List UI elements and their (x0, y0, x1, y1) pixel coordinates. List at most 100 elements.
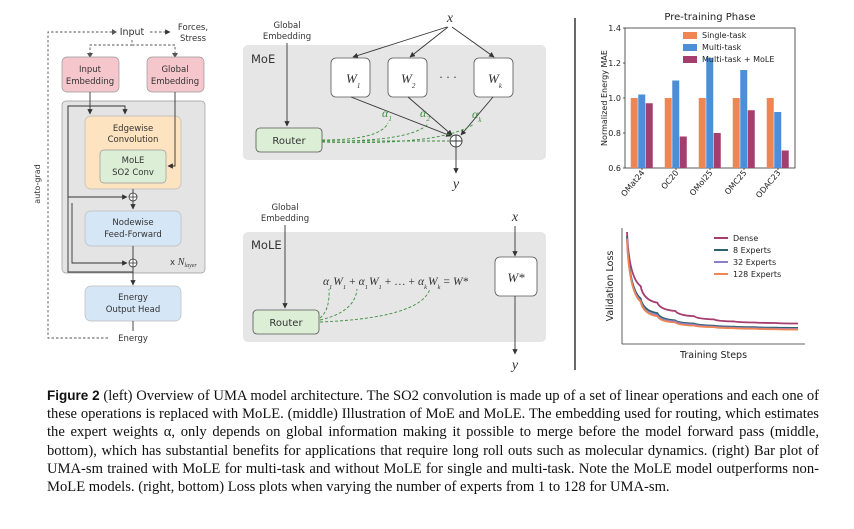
bar-chart-xtick-label: ODAC23 (754, 169, 782, 200)
legend-label: Single-task (702, 31, 747, 40)
bar (698, 98, 706, 168)
loss-chart-ylabel: Validation Loss (605, 251, 616, 322)
mole-y-label: y (510, 358, 519, 373)
moe-x-label: x (446, 11, 454, 26)
mole-router-label: Router (269, 318, 303, 329)
input-label: Input (120, 27, 145, 38)
svg-text:α2: α2 (420, 106, 430, 123)
autograd-loop (47, 31, 112, 339)
svg-text:W1: W1 (346, 71, 360, 90)
moe-router-label: Router (272, 136, 306, 147)
moe-expert-w1 (330, 57, 371, 98)
energy-output-label: Energy (118, 334, 148, 344)
mole-global-emb-line2: Embedding (261, 214, 309, 224)
figure-caption: Figure 2 (left) Overview of UMA model ar… (47, 387, 819, 496)
energy-head-line1: Energy (118, 293, 148, 303)
bar (774, 112, 782, 168)
bar (706, 57, 714, 168)
moe-y-label: y (451, 177, 460, 192)
figure-canvas: Input Forces, Stress auto-grad Input Emb… (33, 11, 805, 373)
loss-chart-xlabel: Training Steps (679, 350, 747, 361)
bar-chart-xtick-label: OMC25 (723, 169, 749, 197)
edgewise-line2: Convolution (108, 135, 159, 145)
edgewise-line1: Edgewise (113, 124, 153, 134)
bar (740, 70, 748, 168)
energy-head-box (84, 285, 182, 322)
legend-swatch (683, 56, 697, 63)
bar-chart-ytick-label: 1.4 (608, 24, 621, 33)
bar-chart-xtick-label: OC20 (659, 169, 680, 192)
bar (747, 110, 755, 168)
bar-chart-ytick-label: 1.2 (608, 59, 621, 68)
mole-global-emb-line1: Global (271, 203, 298, 213)
mole-x-label: x (511, 210, 519, 225)
mole-merged-expert (494, 256, 538, 297)
moe-global-emb-line2: Embedding (263, 32, 311, 42)
nodewise-line2: Feed-Forward (104, 230, 162, 240)
bar (781, 150, 789, 168)
svg-text:α1W1+α1W1+ … +αkWk=W*: α1W1+α1W1+ … +αkWk=W* (323, 276, 469, 291)
moe-title: MoE (251, 52, 275, 66)
bar (766, 98, 774, 168)
bar-chart-ytick-label: 0.8 (608, 129, 621, 138)
mole-line1: MoLE (122, 156, 145, 166)
svg-text:W2: W2 (401, 71, 416, 90)
caption-label: Figure 2 (47, 388, 100, 403)
loss-series-line (626, 231, 799, 325)
bar (664, 98, 672, 168)
moe-alpha-labels: α1 α2 αk (382, 106, 482, 124)
bar (672, 80, 680, 168)
svg-text:Wk: Wk (488, 71, 503, 90)
moe-global-emb-line1: Global (273, 21, 300, 31)
repeat-label: x Nlayer (170, 257, 197, 269)
legend-label: Multi-task (702, 43, 742, 52)
forces-label: Forces, (178, 23, 208, 33)
mole-routing-lines (319, 288, 431, 323)
bar-chart-ytick-label: 1.0 (608, 94, 621, 103)
global-embedding-line1: Global (161, 65, 188, 75)
legend-label: Multi-task + MoLE (702, 55, 774, 64)
svg-text:αk: αk (472, 107, 482, 124)
global-embedding-box (146, 56, 205, 93)
loss-series-line (626, 239, 799, 331)
mole-router-box[interactable] (252, 309, 320, 335)
mole-box (99, 149, 167, 184)
moe-routing-lines (321, 122, 475, 144)
legend-label: 8 Experts (733, 246, 771, 255)
input-embedding-line1: Input (79, 65, 102, 75)
bar-chart-xtick-label: OMol25 (688, 169, 714, 198)
input-embedding-box (61, 56, 120, 93)
input-split-lines (89, 40, 176, 56)
loss-series-line (626, 236, 799, 329)
legend-label: Dense (733, 234, 758, 243)
mole-line2: SO2 Conv (112, 168, 154, 178)
global-embedding-line2: Embedding (151, 77, 199, 87)
energy-head-line2: Output Head (106, 305, 160, 315)
legend-label: 32 Experts (733, 258, 776, 267)
bar-chart-ytick-label: 0.6 (608, 164, 621, 173)
bar (645, 103, 653, 168)
moe-dots: · · · (439, 71, 456, 84)
bar-chart-ylabel: Normalized Energy MAE (600, 50, 609, 146)
bar (679, 136, 687, 168)
mole-title: MoLE (251, 238, 282, 252)
legend-swatch (683, 32, 697, 39)
nodewise-line1: Nodewise (112, 218, 153, 228)
autograd-label: auto-grad (33, 164, 42, 203)
bar-chart-title: Pre-training Phase (664, 12, 755, 23)
legend-swatch (683, 44, 697, 51)
mole-merged-expert-label: W* (507, 270, 525, 285)
bar-chart-xtick-label: OMat24 (619, 169, 646, 199)
stress-label: Stress (180, 34, 207, 44)
mole-diagram: Global Embedding MoLE x α1W1+α1W1+ … +αk… (243, 203, 546, 373)
input-embedding-line2: Embedding (66, 77, 114, 87)
svg-text:x Nlayer: x Nlayer (170, 257, 197, 269)
caption-text: (left) Overview of UMA model architectur… (47, 388, 819, 496)
bar (732, 98, 740, 168)
moe-expert-w2 (387, 57, 428, 98)
legend-label: 128 Experts (733, 270, 781, 279)
architecture-diagram: Input Forces, Stress auto-grad Input Emb… (33, 23, 208, 344)
bar (638, 94, 646, 168)
